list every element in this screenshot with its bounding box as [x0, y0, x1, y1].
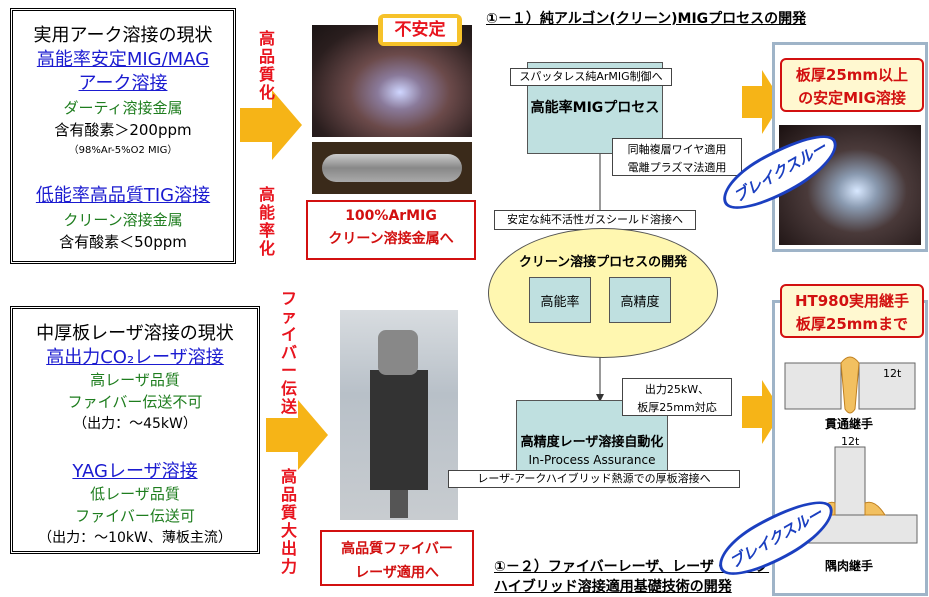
clean-process-title: クリーン溶接プロセスの開発	[518, 255, 688, 270]
pure-ar-mig-line1: 100%ArMIG	[345, 208, 437, 224]
laser-welding-status-box: 中厚板レーザ溶接の現状 高出力CO₂レーザ溶接 高レーザ品質 ファイバー伝送不可…	[10, 306, 260, 554]
heading-bottom-2: ハイブリッド溶接適用基礎技術の開発	[494, 579, 732, 595]
laser-process-subtitle: In-Process Assurance	[528, 453, 656, 467]
efficiency-label: 高能率	[540, 295, 580, 310]
clean-process-ellipse: クリーン溶接プロセスの開発 高能率 高精度	[488, 228, 718, 358]
fiber-laser-line2: レーザ適用へ	[355, 565, 439, 581]
ht980-line1: HT980実用継手	[794, 292, 910, 310]
yag-fiber: ファイバー伝送可	[75, 507, 195, 525]
heading-bottom-1: ①－２）ファイバーレーザ、レーザ・アーク	[494, 559, 770, 575]
stable-mig-line2: の安定MIG溶接	[798, 89, 906, 107]
arc-welding-status-box: 実用アーク溶接の現状 高能率安定MIG/MAG アーク溶接 ダーティ溶接金属 含…	[10, 8, 236, 264]
butt-thickness-label: 12t	[883, 367, 902, 380]
precision-label: 高精度	[620, 295, 660, 310]
tig-oxygen-label: 含有酸素＜50ppm	[59, 233, 187, 251]
mig-metal-label: ダーティ溶接金属	[63, 99, 183, 117]
hybrid-note: レーザ-アークハイブリッド熱源での厚板溶接へ	[448, 470, 740, 488]
fillet-thickness-label: 12t	[841, 435, 860, 448]
co2-quality: 高レーザ品質	[90, 371, 180, 389]
stable-mig-line1: 板厚25mm以上	[795, 66, 909, 84]
mig-process-title: 高能率MIGプロセス	[530, 100, 660, 116]
co2-laser-title: 高出力CO₂レーザ溶接	[46, 347, 224, 368]
high-quality-label: 高品質化	[258, 29, 275, 102]
co2-power: （出力：～45kW）	[73, 416, 197, 432]
stable-mig-box: 板厚25mm以上 の安定MIG溶接	[780, 58, 924, 112]
output-note-1: 出力25kW、	[644, 383, 710, 396]
mig-mag-title-2: アーク溶接	[78, 73, 168, 94]
co2-fiber: ファイバー伝送不可	[67, 393, 203, 411]
yag-power: （出力：～10kW、薄板主流）	[38, 530, 232, 546]
tig-metal-label: クリーン溶接金属	[63, 211, 183, 229]
mig-gas-note: （98%Ar-5%O2 MIG）	[68, 145, 178, 156]
arc-status-title: 実用アーク溶接の現状	[33, 25, 213, 46]
heading-top: ①－１）純アルゴン(クリーン)MIGプロセスの開発	[486, 11, 807, 27]
ht980-box: HT980実用継手 板厚25mmまで	[780, 284, 924, 338]
shield-gas-note: 安定な純不活性ガスシールド溶接へ	[494, 210, 696, 230]
ht980-line2: 板厚25mmまで	[795, 315, 909, 333]
fiber-transmission-label: ファイバー伝送	[280, 289, 297, 416]
laser-status-title: 中厚板レーザ溶接の現状	[36, 323, 234, 344]
tig-title: 低能率高品質TIG溶接	[35, 185, 211, 206]
yag-laser-title: YAGレーザ溶接	[72, 461, 198, 482]
pure-ar-mig-box: 100%ArMIG クリーン溶接金属へ	[306, 200, 476, 260]
coaxial-wire-note: 同軸複層ワイヤ適用	[627, 143, 727, 156]
mig-mag-title-1: 高能率安定MIG/MAG	[36, 49, 210, 70]
right-bottom-panel: 12t 貫通継手 12t 隅肉継手	[772, 300, 928, 596]
spatterless-note: スパッタレス純ArMIG制御へ	[510, 68, 672, 86]
bead-photo	[312, 142, 472, 194]
yag-quality: 低レーザ品質	[90, 485, 180, 503]
butt-joint-label: 貫通継手	[825, 417, 874, 431]
unstable-label: 不安定	[383, 18, 457, 42]
wire-plasma-note: 同軸複層ワイヤ適用 電離プラズマ法適用	[612, 138, 742, 176]
pure-ar-mig-line2: クリーン溶接金属へ	[328, 231, 454, 247]
high-power-label: 高品質大出力	[280, 467, 297, 576]
efficiency-box: 高能率	[529, 277, 591, 323]
unstable-badge: 不安定	[378, 14, 462, 46]
plasma-note: 電離プラズマ法適用	[627, 161, 727, 174]
output-note: 出力25kW、 板厚25mm対応	[622, 378, 732, 416]
top-right-arrow	[240, 90, 302, 160]
fiber-laser-line1: 高品質ファイバー	[341, 541, 453, 557]
fillet-joint-label: 隅肉継手	[825, 559, 874, 573]
precision-box: 高精度	[609, 277, 671, 323]
mig-oxygen-label: 含有酸素＞200ppm	[54, 121, 192, 139]
laser-process-title: 高精度レーザ溶接自動化	[520, 435, 664, 450]
laser-head-photo	[340, 310, 458, 520]
output-note-2: 板厚25mm対応	[637, 401, 717, 414]
high-efficiency-label: 高能率化	[258, 185, 275, 258]
bottom-right-arrow	[266, 400, 328, 470]
fiber-laser-box: 高品質ファイバー レーザ適用へ	[320, 530, 474, 586]
